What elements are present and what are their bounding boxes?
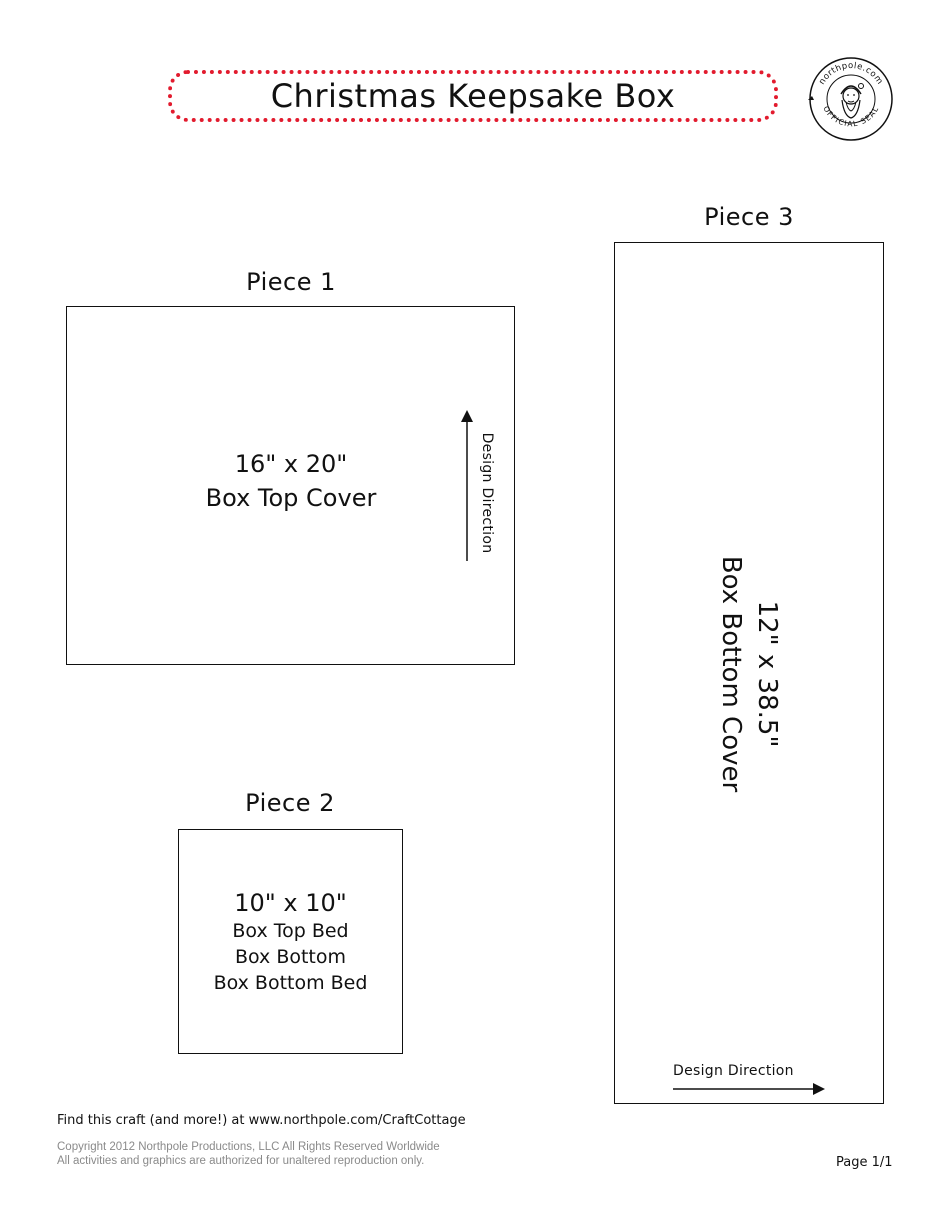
piece-2-line-2: Box Bottom [234,946,347,968]
arrow-right-icon [673,1083,825,1095]
seal-bottom-text: OFFICIAL SEAL [821,104,879,128]
title-banner: Christmas Keepsake Box [168,70,778,122]
piece-2-line-3: Box Bottom Bed [213,972,368,994]
piece-3-design-direction: Design Direction [673,1063,794,1079]
piece-1-dimensions: 16" x 20" [234,450,348,478]
copyright-notice: Copyright 2012 Northpole Productions, LL… [57,1140,440,1168]
copyright-line-1: Copyright 2012 Northpole Productions, LL… [57,1141,440,1153]
seal-icon: northpole.com OFFICIAL SEAL [808,57,893,141]
page-title: Christmas Keepsake Box [270,77,676,115]
piece-3-text-block: 12" x 38.5" Box Bottom Cover [713,524,785,824]
piece-2-label: Piece 2 [245,789,335,817]
footer-craft-link[interactable]: Find this craft (and more!) at www.north… [57,1113,466,1128]
arrow-up-icon [461,410,473,561]
piece-1-label: Piece 1 [246,268,336,296]
piece-2-template: 10" x 10" Box Top Bed Box Bottom Box Bot… [178,829,403,1054]
piece-3-name: Box Bottom Cover [716,555,746,793]
piece-2-line-1: Box Top Bed [232,920,349,942]
piece-2-dimensions: 10" x 10" [234,889,347,917]
copyright-line-2: All activities and graphics are authoriz… [57,1155,425,1167]
piece-3-template: 12" x 38.5" Box Bottom Cover Design Dire… [614,242,884,1104]
piece-1-design-direction: Design Direction [479,432,495,554]
svg-text:OFFICIAL SEAL: OFFICIAL SEAL [821,104,880,128]
piece-3-dimensions: 12" x 38.5" [752,600,782,748]
page-number: Page 1/1 [836,1155,893,1170]
piece-1-name: Box Top Cover [205,484,377,512]
official-seal-logo: northpole.com OFFICIAL SEAL [808,56,894,142]
piece-1-template: 16" x 20" Box Top Cover Design Direction [66,306,515,665]
piece-3-label: Piece 3 [704,203,794,231]
